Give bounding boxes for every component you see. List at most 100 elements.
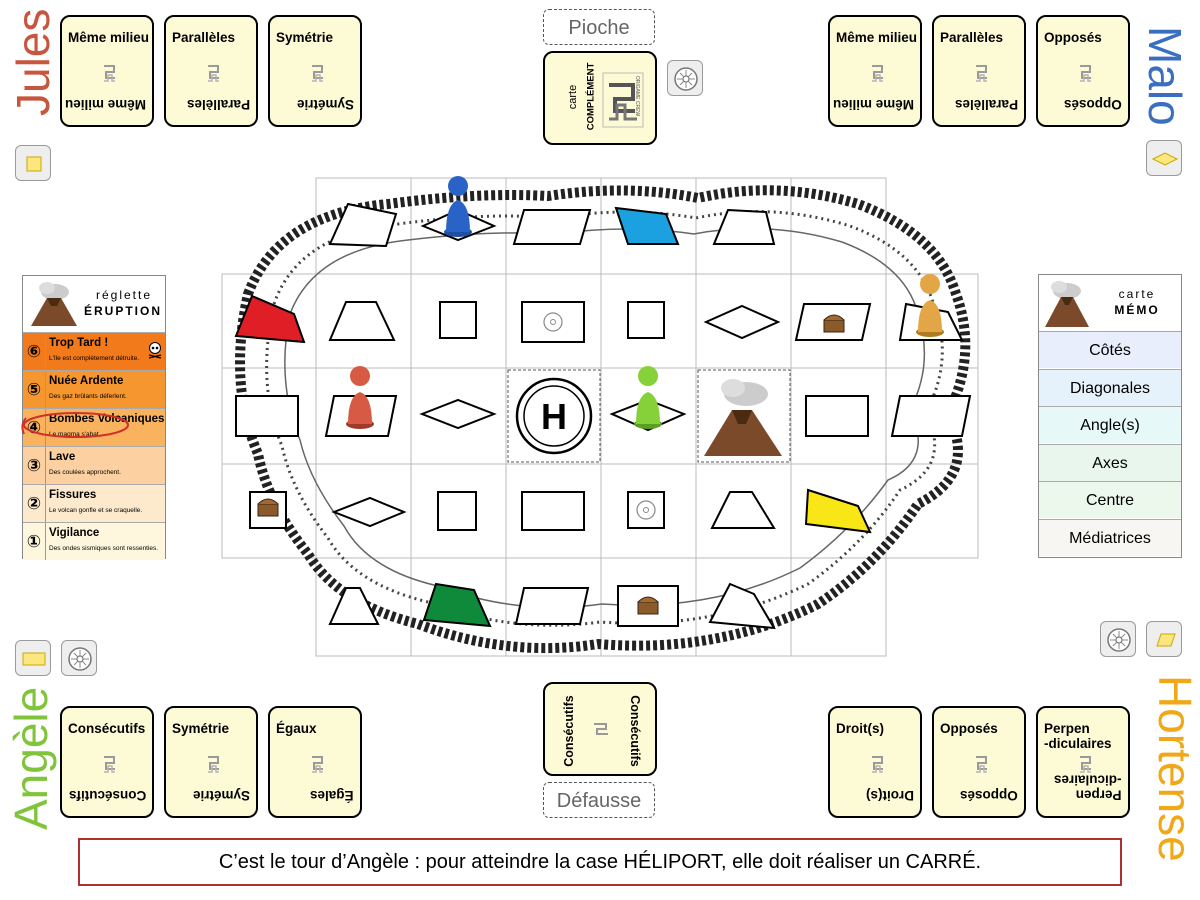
tile-square[interactable]: [627, 301, 665, 339]
origame-logo-icon: [872, 65, 883, 82]
memo-item[interactable]: Angle(s): [1039, 406, 1181, 444]
memo-item[interactable]: Centre: [1039, 481, 1181, 519]
player-name-malo: Malo: [1139, 26, 1191, 126]
malo-shape-rhombus-button[interactable]: [1146, 140, 1182, 176]
tile-rectangle[interactable]: [521, 491, 585, 531]
volcano-board-icon: [704, 379, 782, 456]
card-label-top: Symétrie: [276, 30, 334, 45]
tile-blue-trapezoid[interactable]: [614, 206, 680, 245]
heliport-tile[interactable]: H: [515, 377, 593, 455]
island-outline: [235, 185, 971, 654]
tile-rectangle[interactable]: [235, 395, 299, 437]
level-title: Fissures: [49, 489, 97, 501]
tile-rhombus[interactable]: [331, 496, 407, 528]
hortense-shape-parallelogram-button[interactable]: [1146, 621, 1182, 657]
origame-logo-icon: [312, 65, 323, 82]
origame-logo-icon: [872, 756, 883, 773]
tile-rhombus[interactable]: [419, 398, 497, 430]
hortense-card-1[interactable]: Droit(s)Droit(s): [828, 706, 922, 818]
card-label-top: Parallèles: [940, 30, 1004, 45]
level-description: L'île est complètement détruite.: [49, 355, 140, 362]
tile-square[interactable]: [437, 491, 477, 531]
hortense-rotate-button[interactable]: [1100, 621, 1136, 657]
pawn-red[interactable]: [346, 366, 374, 429]
tile-yellow-trapezoid[interactable]: [804, 488, 872, 534]
card-label-top: Même milieu: [68, 30, 150, 45]
level-title: Vigilance: [49, 527, 100, 539]
volcano-icon: [1045, 281, 1089, 327]
defausse-label[interactable]: Défausse: [543, 782, 655, 818]
tile-green-trapezoid[interactable]: [422, 582, 492, 628]
card-label-top: Droit(s): [836, 721, 884, 736]
tile-trapezoid[interactable]: [328, 587, 380, 625]
tile-rhombus[interactable]: [703, 304, 781, 340]
card-label-bottom: Parallèles: [954, 97, 1018, 112]
card-label-bottom: Symétrie: [192, 788, 250, 803]
treasure-chest-icon: [637, 596, 659, 615]
level-number: ②: [23, 485, 46, 522]
player-name-jules: Jules: [7, 8, 59, 116]
origame-logo-icon: [1080, 65, 1091, 82]
level-title: Nuée Ardente: [49, 375, 124, 387]
origame-logo-icon: [208, 65, 219, 82]
card-label-bottom: Égales: [310, 788, 354, 803]
tile-red-trapezoid[interactable]: [234, 294, 306, 344]
square-icon: [26, 156, 42, 172]
tile-trapezoid[interactable]: [328, 301, 396, 341]
pioche-rotate-button[interactable]: [667, 60, 703, 96]
card-label-bottom: Consécutifs: [68, 788, 146, 803]
tile-parallelogram[interactable]: [512, 209, 592, 245]
rotate-icon: [1107, 628, 1131, 652]
discard-card[interactable]: Consécutifs Consécutifs: [543, 682, 657, 776]
memo-item[interactable]: Côtés: [1039, 331, 1181, 368]
complement-card[interactable]: carte COMPLÉMENT ORIGAME CREW: [543, 51, 657, 145]
tile-trapezoid[interactable]: [710, 491, 776, 529]
tile-rectangle[interactable]: [521, 301, 585, 343]
treasure-chest-icon: [257, 498, 279, 517]
card-label-bottom: Perpen -diculaires: [1054, 773, 1122, 803]
pioche-label[interactable]: Pioche: [543, 9, 655, 45]
card-label-top: Symétrie: [172, 721, 230, 736]
memo-item[interactable]: Médiatrices: [1039, 519, 1181, 556]
tile-trapezoid[interactable]: [328, 202, 398, 248]
tile-trapezoid[interactable]: [708, 582, 776, 630]
level-description: Des coulées approchent.: [49, 469, 121, 476]
origame-logo-icon: [602, 72, 644, 128]
tile-parallelogram[interactable]: [890, 395, 972, 437]
rectangle-icon: [22, 652, 46, 666]
tile-square-rotate[interactable]: [627, 491, 665, 529]
angele-rotate-button[interactable]: [61, 640, 97, 676]
tile-rectangle[interactable]: [805, 395, 869, 437]
card-label-bottom: Parallèles: [186, 97, 250, 112]
tile-parallelogram[interactable]: [514, 587, 590, 625]
card-label-top: Même milieu: [836, 30, 918, 45]
memo-item[interactable]: Diagonales: [1039, 368, 1181, 406]
level-description: Des ondes sismiques sont ressenties.: [49, 545, 159, 552]
rhombus-icon: [1151, 152, 1179, 166]
card-label-bottom: Opposés: [960, 788, 1018, 803]
pawn-green[interactable]: [634, 366, 662, 429]
pawn-blue[interactable]: [444, 176, 472, 237]
memo-item[interactable]: Axes: [1039, 443, 1181, 481]
angele-shape-rectangle-button[interactable]: [15, 640, 51, 676]
jules-shape-square-button[interactable]: [15, 145, 51, 181]
level-title: Lave: [49, 451, 76, 463]
tile-trapezoid[interactable]: [712, 208, 776, 245]
tile-square[interactable]: [439, 301, 477, 339]
card-label-top: Égaux: [276, 721, 317, 736]
pawn-orange[interactable]: [916, 274, 944, 337]
card-label-bottom: Symétrie: [296, 97, 354, 112]
origame-logo-icon: [594, 723, 608, 735]
